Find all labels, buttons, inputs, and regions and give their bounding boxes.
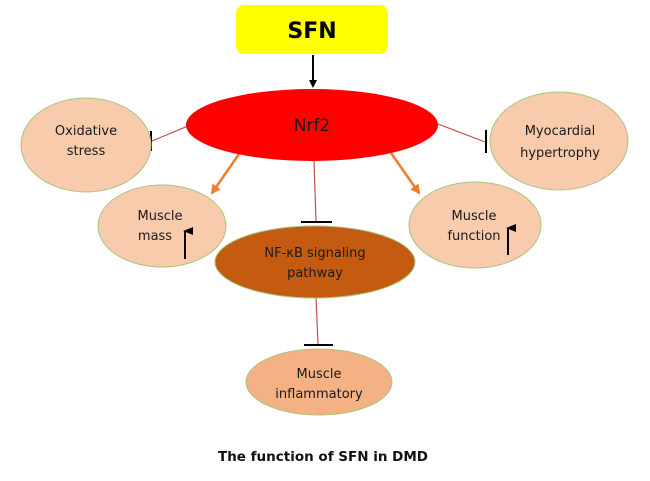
diagram-caption: The function of SFN in DMD [218,449,428,465]
edge-nrf2-muscle-mass [210,153,241,195]
node-sfn: SFN [236,5,388,54]
muscle-function-line2: function [447,229,500,244]
muscle-mass-line1: Muscle [138,209,183,224]
node-nrf2: Nrf2 [186,89,438,161]
nfkb-line1: NF-κB signaling [264,246,365,261]
node-oxidative-stress: Oxidative stress [20,97,152,193]
nfkb-ellipse [214,225,416,299]
myocardial-hypertrophy-line1: Myocardial [525,124,596,139]
edge-nrf2-oxidative-stress [151,125,189,142]
oxidative-stress-ellipse [20,97,152,193]
myocardial-hypertrophy-line2: hypertrophy [520,146,600,161]
nrf2-ellipse [186,89,438,161]
edge-nrf2-myocardial-hypertrophy [437,123,486,143]
myocardial-hypertrophy-ellipse [489,91,629,191]
node-muscle-function: Muscle function [408,181,542,269]
muscle-inflammatory-line2: inflammatory [275,387,363,402]
sfn-label: SFN [287,19,336,44]
edge-nrf2-muscle-function [389,152,421,195]
oxidative-stress-line2: stress [67,144,106,159]
node-myocardial-hypertrophy: Myocardial hypertrophy [489,91,629,191]
edge-nrf2-nfkb [313,160,317,222]
nfkb-line2: pathway [287,266,343,281]
muscle-function-ellipse [408,181,542,269]
node-nfkb: NF-κB signaling pathway [214,225,416,299]
nrf2-label: Nrf2 [294,116,331,136]
muscle-mass-ellipse [97,184,227,268]
muscle-inflammatory-ellipse [245,348,393,416]
oxidative-stress-line1: Oxidative [55,124,117,139]
sfn-box [236,5,388,54]
muscle-inflammatory-line1: Muscle [297,367,342,382]
edge-nfkb-muscle-inflammatory [315,297,319,345]
muscle-function-line1: Muscle [452,209,497,224]
node-muscle-mass: Muscle mass [97,184,227,268]
muscle-mass-line2: mass [138,229,172,244]
node-muscle-inflammatory: Muscle inflammatory [245,348,393,416]
